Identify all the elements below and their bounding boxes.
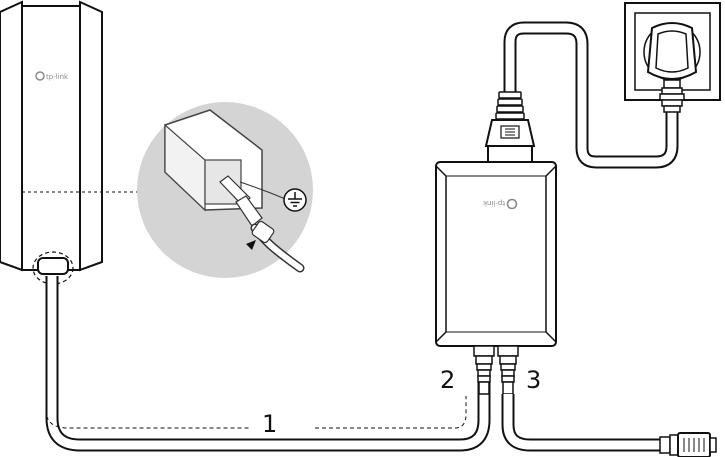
power-cord — [484, 21, 679, 169]
power-plug-icon — [646, 22, 698, 113]
ground-path-dashed — [45, 276, 250, 429]
callout-1: 1 — [262, 410, 277, 438]
access-point-right-bracket — [79, 0, 103, 272]
ethernet-connector-icon — [659, 432, 717, 457]
poe-port-3-connector — [497, 345, 519, 395]
poe-injector-logo-text: tp-link — [482, 199, 505, 207]
zoom-cable-nut — [251, 220, 275, 244]
poe-injector: tp-link 2 3 — [435, 161, 557, 395]
callout-3: 3 — [526, 366, 541, 394]
power-cord-strain-relief — [495, 91, 525, 120]
ground-symbol-icon — [283, 188, 307, 212]
access-point-body — [21, 5, 81, 271]
access-point-ethernet-port — [37, 257, 69, 275]
poe-injector-logo: tp-link — [482, 198, 518, 210]
callout-2: 2 — [440, 366, 455, 394]
access-point: tp-link — [0, 0, 140, 285]
poe-port-2-connector — [473, 345, 495, 395]
ground-detail-zoom — [137, 102, 313, 278]
ethernet-cable-1: 1 — [45, 276, 491, 452]
poe-injector-body — [435, 161, 557, 347]
lan-cable — [501, 394, 717, 457]
tp-link-logo-icon — [506, 198, 518, 210]
tp-link-logo-icon — [35, 71, 45, 81]
access-point-logo: tp-link — [35, 71, 69, 81]
insert-arrow-icon — [246, 240, 256, 250]
access-point-logo-text: tp-link — [46, 73, 69, 81]
access-point-left-bracket — [0, 0, 23, 272]
